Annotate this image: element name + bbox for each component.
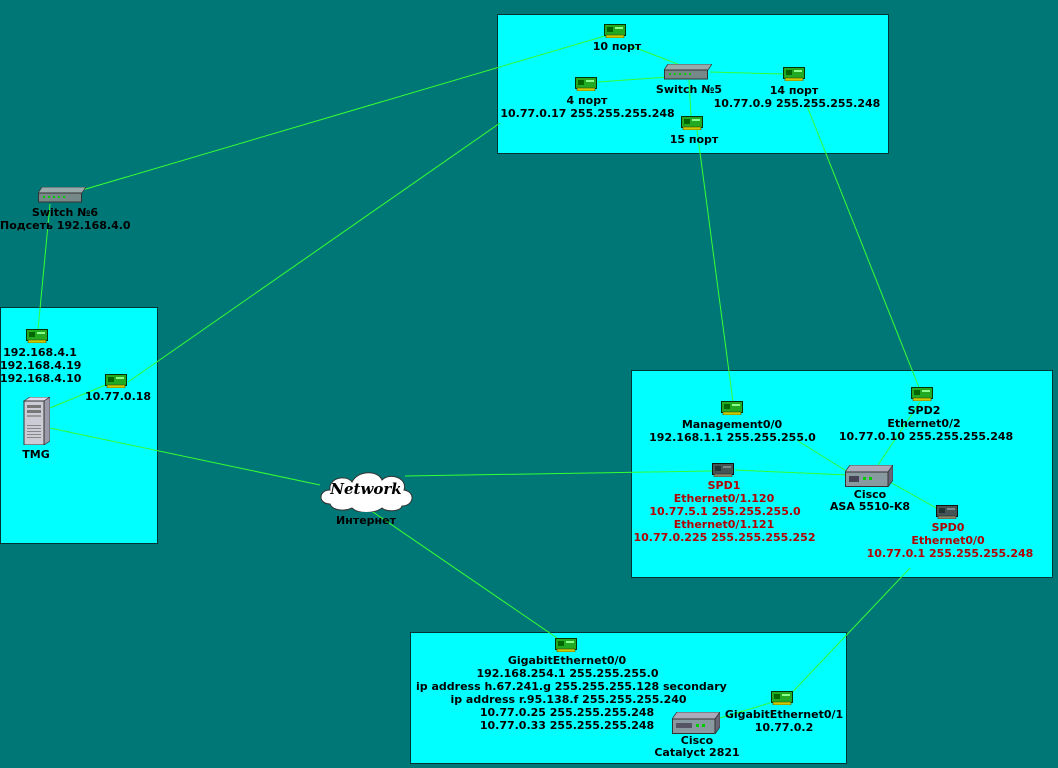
spd2-ip: 10.77.0.10 255.255.255.248 <box>838 430 1014 443</box>
internet-cloud-icon: Network <box>316 468 416 512</box>
spd0-ip: 10.77.0.1 255.255.255.248 <box>866 547 1034 560</box>
spd1-if2: Ethernet0/1.121 <box>673 518 775 531</box>
asa-name-line1: Cisco <box>853 488 887 501</box>
spd1-ip2: 10.77.0.225 255.255.255.252 <box>633 531 816 544</box>
zone-asa <box>631 370 1053 578</box>
link-cloud-catalyst <box>369 509 561 641</box>
nic-icon <box>105 374 127 388</box>
internet-label: Интернет <box>336 514 396 527</box>
link-port4-tmg <box>127 122 501 383</box>
cloud-title: Network <box>330 480 402 498</box>
nic-icon <box>911 387 933 401</box>
spd2-if: Ethernet0/2 <box>887 417 961 430</box>
port14-ip: 10.77.0.9 255.255.255.248 <box>713 97 881 110</box>
switch5-icon <box>664 64 712 80</box>
catalyst-name-line1: Cisco <box>680 734 714 747</box>
tmg-ip2: 192.168.4.19 <box>0 359 82 372</box>
link-tmg-cloud <box>49 427 321 486</box>
gi1-name: GigabitEthernet0/1 <box>724 708 844 721</box>
nic-icon <box>783 67 805 81</box>
mgmt-name: Management0/0 <box>681 418 783 431</box>
spd1-label: SPD1 <box>707 479 741 492</box>
nic-icon <box>26 329 48 343</box>
nic-icon <box>604 24 626 38</box>
port4-label: 4 порт <box>566 94 608 107</box>
link-asa-gi1 <box>784 567 911 701</box>
tmg-ip3: 192.168.4.10 <box>0 372 82 385</box>
link-sw5-port14 <box>709 71 784 75</box>
nic-icon <box>771 691 793 705</box>
gi0-ip4: 10.77.0.25 255.255.255.248 <box>479 706 655 719</box>
link-tmg-nic <box>49 383 109 409</box>
gi0-name: GigabitEthernet0/0 <box>507 654 627 667</box>
spd2-label: SPD2 <box>907 404 941 417</box>
port14-label: 14 порт <box>769 84 819 97</box>
switch6-name: Switch №6 <box>31 206 99 219</box>
nic-icon <box>575 77 597 91</box>
interface-icon <box>712 463 734 477</box>
link-gi1-catalyst <box>719 702 771 719</box>
spd0-label: SPD0 <box>931 521 965 534</box>
gi0-ip5: 10.77.0.33 255.255.255.248 <box>479 719 655 732</box>
spd0-if: Ethernet0/0 <box>911 534 985 547</box>
port4-ip: 10.77.0.17 255.255.255.248 <box>500 107 675 120</box>
spd1-ip1: 10.77.5.1 255.255.255.0 <box>649 505 801 518</box>
server-icon <box>22 397 50 445</box>
link-sw5-port15 <box>688 79 692 118</box>
link-sw6-port10 <box>61 32 616 197</box>
mgmt-ip: 192.168.1.1 255.255.255.0 <box>649 431 816 444</box>
tmg-ip1: 192.168.4.1 <box>3 346 77 359</box>
tmg-name: TMG <box>22 448 50 461</box>
port15-label: 15 порт <box>669 133 719 146</box>
link-mgmt-asa <box>797 440 849 473</box>
catalyst-name-line2: Catalyct 2821 <box>654 746 740 759</box>
interface-icon <box>936 505 958 519</box>
spd1-if1: Ethernet0/1.120 <box>673 492 775 505</box>
switch5-name: Switch №5 <box>655 83 723 96</box>
link-sw6-tmgnic <box>37 203 51 331</box>
asa-name-line2: ASA 5510-K8 <box>829 500 911 513</box>
link-spd0-asa <box>889 481 939 510</box>
gi0-ip1: 192.168.254.1 255.255.255.0 <box>476 667 659 680</box>
nic-icon <box>555 638 577 652</box>
gi0-ip2: ip address h.67.241.g 255.255.255.128 se… <box>416 680 727 693</box>
nic-icon <box>721 401 743 415</box>
link-spd1-asa <box>734 469 849 476</box>
link-spd2-asa <box>877 401 921 466</box>
nic-icon <box>681 116 703 130</box>
port10-label: 10 порт <box>592 40 642 53</box>
gi0-ip3: ip address r.95.138.f 255.255.255.240 <box>450 693 687 706</box>
switch6-subnet: Подсеть 192.168.4.0 <box>0 219 131 232</box>
zone-switch5 <box>497 14 889 154</box>
link-port15-mgmt <box>696 129 734 403</box>
gi1-ip: 10.77.0.2 <box>754 721 814 734</box>
catalyst-router-icon <box>672 712 720 734</box>
switch6-icon <box>38 187 86 203</box>
tmg-ip4: 10.77.0.18 <box>84 390 152 403</box>
link-port14-spd2 <box>806 105 921 391</box>
link-port4-sw5 <box>597 76 669 83</box>
asa-firewall-icon <box>845 465 893 487</box>
link-cloud-spd1 <box>404 470 713 477</box>
